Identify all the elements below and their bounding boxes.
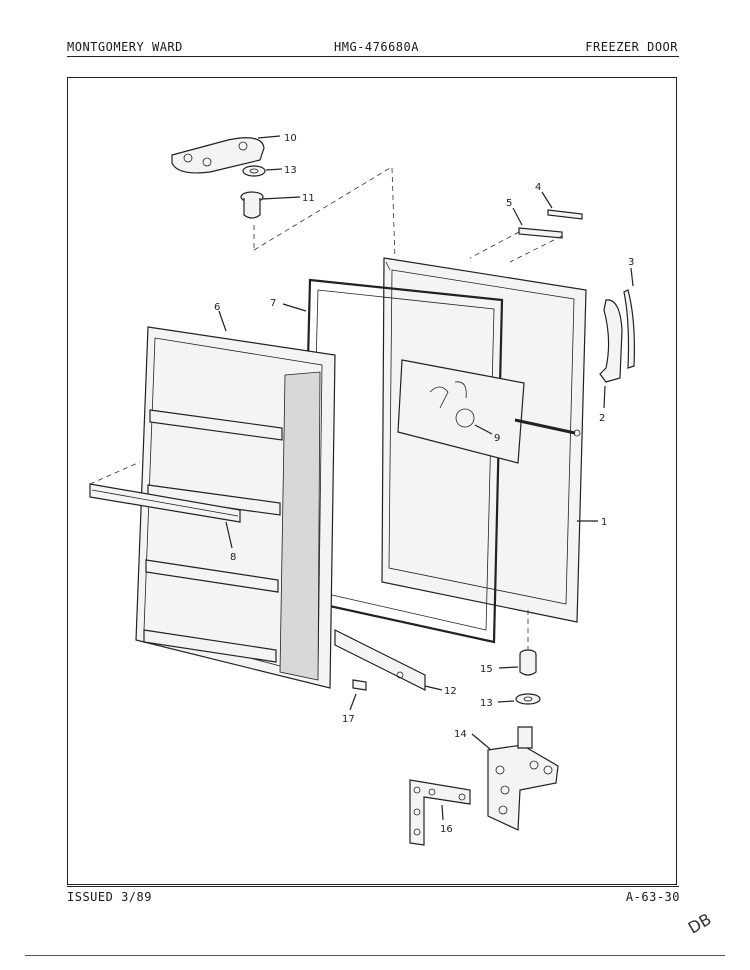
- callout-6: 6: [214, 302, 220, 313]
- part-handle: [599, 299, 623, 409]
- page-bottom-rule: [25, 955, 725, 956]
- callout-7: 7: [270, 298, 276, 309]
- callout-11: 11: [302, 193, 315, 204]
- part-corner-bracket: [409, 779, 471, 846]
- callout-15: 15: [480, 664, 493, 675]
- callout-9: 9: [494, 433, 500, 444]
- callout-14: 14: [454, 729, 467, 740]
- footer-rule: [67, 886, 679, 887]
- callout-4: 4: [535, 182, 541, 193]
- footer-page-code: A-63-30: [625, 890, 680, 904]
- callout-1: 1: [601, 517, 607, 528]
- diagram-frame: [67, 77, 677, 885]
- part-hinge-pin: [498, 649, 537, 676]
- callout-8: 8: [230, 552, 236, 563]
- part-inner-door-liner: [135, 310, 336, 689]
- part-bottom-trim: [334, 629, 443, 691]
- part-bottom-clip: [349, 679, 367, 711]
- callout-10: 10: [284, 133, 297, 144]
- part-lower-hinge-bracket: [471, 726, 559, 831]
- part-top-hinge-plate: [171, 135, 281, 174]
- callout-13-top: 13: [284, 165, 297, 176]
- part-handle-cover: [623, 267, 635, 369]
- callout-13-bottom: 13: [480, 698, 493, 709]
- header-model-number: HMG-476680A: [334, 40, 419, 54]
- header-brand: MONTGOMERY WARD: [67, 40, 183, 54]
- callout-2: 2: [599, 413, 605, 424]
- callout-17: 17: [342, 714, 355, 725]
- part-top-bushing: [240, 191, 301, 219]
- part-door-rail: [89, 461, 241, 549]
- callout-12: 12: [444, 686, 457, 697]
- callout-16: 16: [440, 824, 453, 835]
- callout-3: 3: [628, 257, 634, 268]
- part-lock-assembly: [397, 359, 581, 464]
- part-trim-strip-4: [541, 191, 583, 220]
- header-section-title: FREEZER DOOR: [585, 40, 678, 54]
- callout-5: 5: [506, 198, 512, 209]
- header-rule: [67, 56, 679, 57]
- part-bottom-washer: [497, 693, 541, 705]
- part-top-washer: [242, 165, 283, 177]
- footer-issued-date: ISSUED 3/89: [67, 890, 152, 904]
